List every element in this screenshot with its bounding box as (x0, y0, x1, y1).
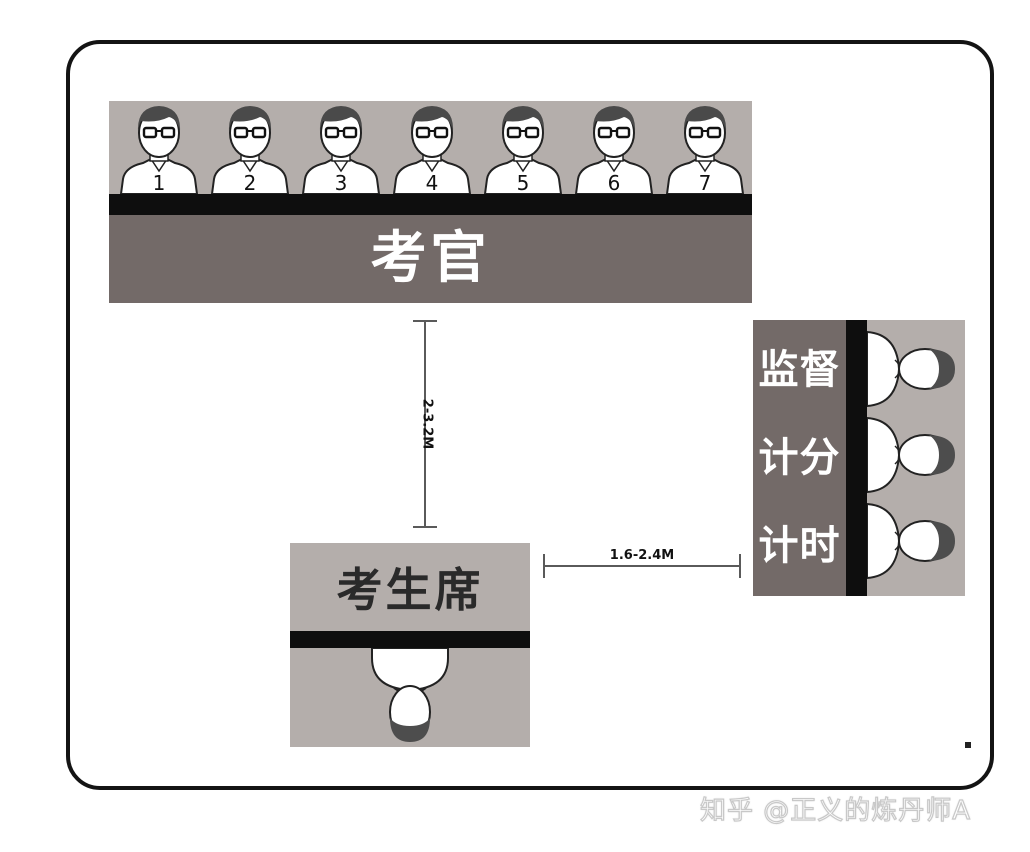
examiner-2-person-icon: 2 (208, 101, 292, 194)
candidate-panel: 考生席 (290, 543, 530, 747)
dimension-cap-bottom (413, 526, 437, 528)
candidate-staff-distance: 1.6-2.4M (542, 540, 744, 580)
corner-mark (965, 742, 971, 748)
candidate-person-icon (371, 648, 449, 742)
dimension-line (543, 565, 741, 567)
examiner-seat-number: 2 (243, 171, 257, 194)
examiner-table: 考官 (109, 215, 752, 303)
examiner-seat-number: 4 (425, 171, 439, 194)
examiner-table-edge (109, 194, 752, 215)
examiner-seat-number: 1 (152, 171, 166, 194)
examiner-6-person-icon: 6 (572, 101, 656, 194)
examiner-3-person-icon: 3 (299, 101, 383, 194)
examiner-title: 考官 (370, 226, 491, 291)
examiner-4-person-icon: 4 (390, 101, 474, 194)
staff-table-edge (846, 320, 867, 596)
dimension-cap-right (739, 554, 741, 578)
examiner-seat-number: 7 (698, 171, 712, 194)
examiner-seat-number: 6 (607, 171, 621, 194)
staff-panel: 监督 计分 计时 (753, 320, 965, 596)
dimension-label-horizontal: 1.6-2.4M (609, 548, 675, 563)
examiner-seats-band: 1 2 3 4 5 6 7 (109, 101, 752, 194)
examiner-candidate-distance: 2-3.2M (405, 318, 445, 530)
examiner-1-person-icon: 1 (117, 101, 201, 194)
candidate-title: 考生席 (336, 563, 484, 617)
staff-label-supervise: 监督 (758, 347, 841, 393)
dimension-label-vertical: 2-3.2M (419, 398, 435, 450)
staff-seats-band (867, 320, 965, 596)
staff-label-score: 计分 (758, 435, 841, 481)
staff-3-person-icon (867, 496, 965, 586)
staff-2-person-icon (867, 410, 965, 500)
candidate-table-edge (290, 631, 530, 648)
examiner-5-person-icon: 5 (481, 101, 565, 194)
watermark: 知乎 @正义的炼丹师A (699, 795, 972, 826)
staff-label-timer: 计时 (758, 523, 841, 569)
examiner-seat-number: 5 (516, 171, 530, 194)
examiner-panel: 1 2 3 4 5 6 7 考官 (109, 101, 752, 303)
staff-1-person-icon (867, 324, 965, 414)
dimension-line (424, 320, 426, 528)
examiner-seat-number: 3 (334, 171, 348, 194)
staff-table: 监督 计分 计时 (753, 320, 846, 596)
diagram-frame (66, 40, 994, 790)
examiner-7-person-icon: 7 (663, 101, 747, 194)
